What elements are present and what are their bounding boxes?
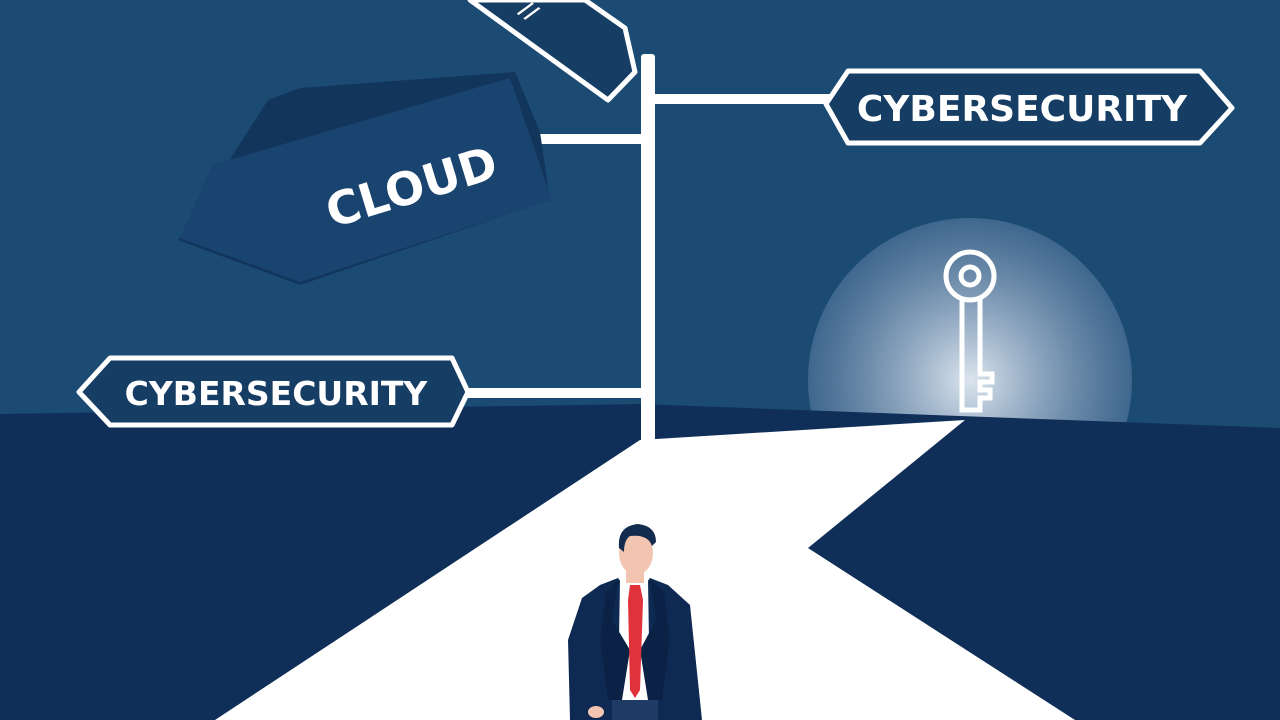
fallen-sign-arm <box>540 134 641 144</box>
trousers <box>612 700 658 720</box>
head <box>619 531 653 575</box>
key-icon <box>943 249 997 413</box>
top-signpost: // <box>467 0 638 103</box>
left-cybersecurity-sign: CYBERSECURITY <box>76 355 471 428</box>
businessman-figure <box>568 524 702 720</box>
red-tie <box>628 585 643 698</box>
cloud-sign: CLOUD <box>178 72 552 285</box>
left-sign-arm <box>465 388 641 398</box>
hand <box>588 706 604 718</box>
left-sign-label: CYBERSECURITY <box>125 374 429 413</box>
right-cybersecurity-sign: CYBERSECURITY <box>823 68 1235 146</box>
right-sign-label: CYBERSECURITY <box>857 89 1188 130</box>
cloud-sign-face <box>180 78 552 282</box>
right-lapel <box>640 580 670 700</box>
right-sign-arm <box>655 94 831 104</box>
signpost-pole <box>641 54 655 452</box>
hair <box>618 524 656 552</box>
left-lapel <box>600 580 630 700</box>
